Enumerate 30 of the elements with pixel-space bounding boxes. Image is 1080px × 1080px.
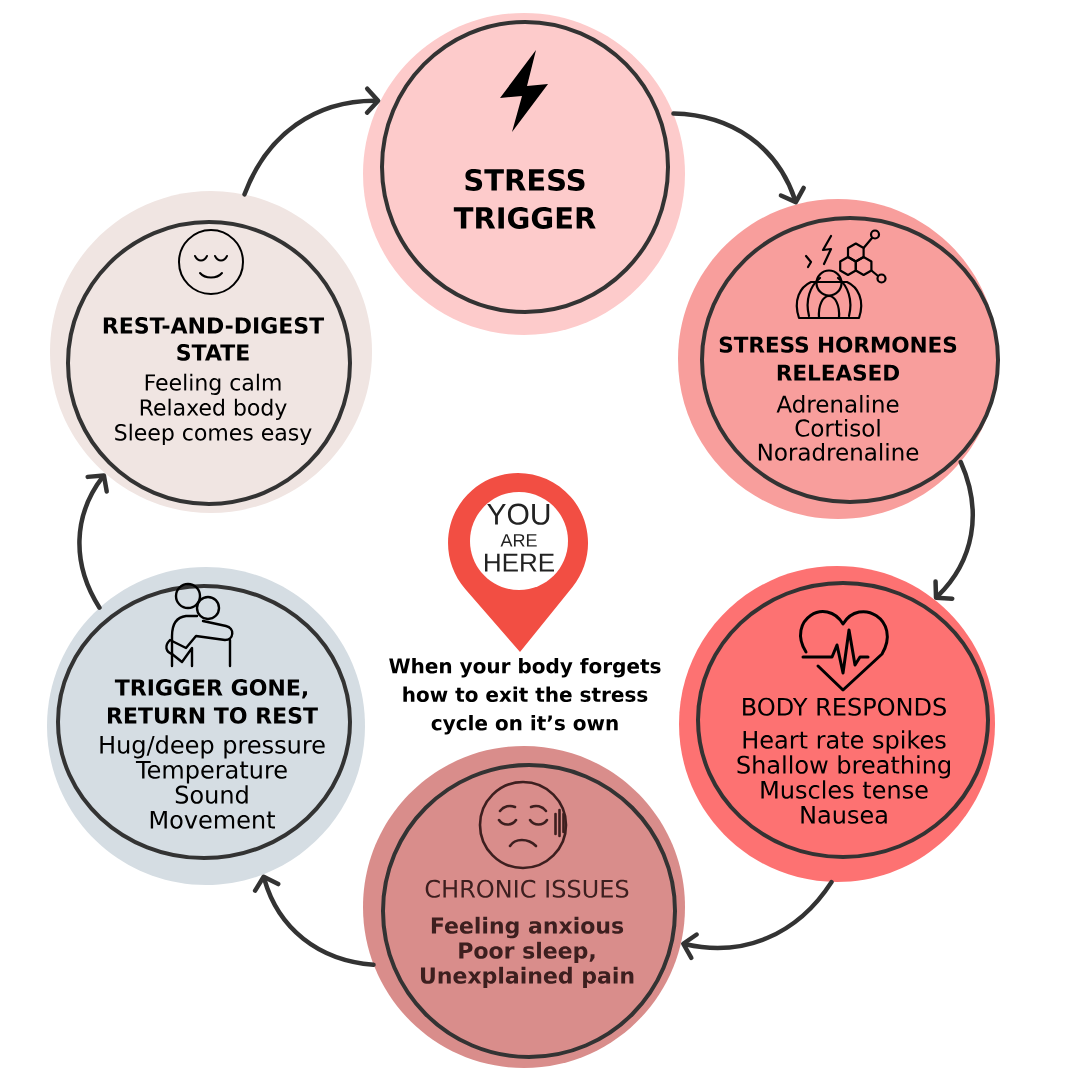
node-label: Noradrenaline [758, 442, 919, 461]
node-label: Adrenaline [776, 394, 899, 413]
node-label: Hug/deep pressure [100, 735, 325, 759]
arrow [933, 459, 975, 601]
node-label: Feeling anxious [431, 916, 624, 939]
node-label: STRESS HORMONES RELEASED [719, 336, 957, 381]
node-label: Feeling calm [145, 373, 281, 395]
node-label: Cortisol [795, 418, 880, 437]
node-label: CHRONIC ISSUES [425, 879, 629, 898]
node-label: Temperature [135, 760, 287, 784]
node-label: Sleep comes easy [115, 423, 312, 445]
node-label: Sound [175, 785, 248, 804]
arrow [77, 473, 109, 610]
node-label: Movement [150, 810, 275, 829]
location-pin: YOU ARE HERE [448, 473, 588, 652]
node-label: Shallow breathing [737, 755, 950, 779]
arrow [252, 874, 376, 967]
node-label: BODY RESPONDS [743, 697, 946, 716]
arrow [681, 879, 834, 961]
node-label: Relaxed body [140, 398, 287, 420]
node-label: When your body forgets how to exit the stress cycle on it’s own [389, 658, 661, 735]
arrow [671, 111, 806, 205]
node-label: REST-AND-DIGEST STATE [103, 317, 325, 361]
node-label: Poor sleep, [459, 941, 595, 964]
node-label: Unexplained pain [420, 966, 634, 989]
arrow [242, 86, 381, 197]
node-label: TRIGGER GONE, RETURN TO REST [108, 679, 318, 724]
node-label: Muscles tense [761, 780, 928, 799]
node-label: Nausea [801, 806, 887, 824]
node-label: Heart rate spikes [743, 730, 946, 754]
